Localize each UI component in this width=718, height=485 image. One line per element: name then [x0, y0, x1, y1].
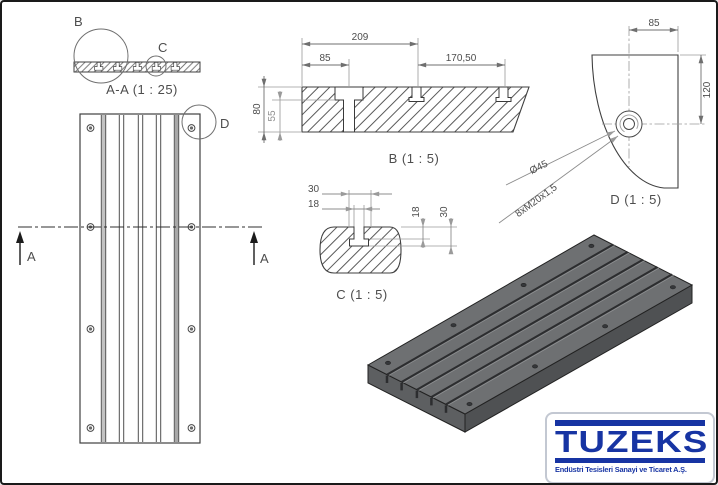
plan-view: D A A	[16, 104, 269, 444]
cut-letter-right: A	[260, 251, 269, 266]
plan-outline	[79, 113, 201, 444]
detail-b-notch-2	[495, 86, 512, 102]
dim-c-top-30: 30	[308, 184, 320, 195]
callout-thread: 8xM20x1,5	[514, 182, 560, 220]
detail-b-view: 209 85 170,50 80 55 B (1 : 5)	[252, 32, 530, 166]
detail-c-label: C (1 : 5)	[336, 287, 387, 302]
cut-letter-left: A	[27, 249, 36, 264]
detail-d-thread-circle	[619, 114, 639, 134]
detail-c-view: 30 18 18 30 C (1 : 5)	[308, 184, 457, 302]
callout-diameter: Ø45	[528, 158, 550, 177]
plan-slot-band-1	[101, 115, 106, 442]
plan-slot-band-5	[174, 115, 179, 442]
section-cut-arrow-left: A	[16, 231, 36, 265]
tuzeks-logo: TUZEKS Endüstri Tesisleri Sanayi ve Tica…	[545, 412, 715, 483]
dim-170-50: 170,50	[446, 53, 477, 64]
detail-circle-c	[145, 55, 167, 77]
plate-slot-end-notches	[385, 375, 448, 413]
detail-d-leader-lines	[498, 130, 619, 224]
detail-d-view: 85 120 Ø45 8xM20x1,5 D (1 : 5)	[498, 18, 713, 224]
detail-d-hole-circle	[623, 118, 635, 130]
dim-d-120: 120	[702, 81, 713, 98]
logo-tagline: Endüstri Tesisleri Sanayi ve Ticaret A.Ş…	[555, 465, 687, 474]
detail-b-tslot	[334, 86, 364, 133]
detail-b-letter: B	[74, 14, 83, 29]
detail-c-section	[319, 226, 402, 274]
plate-holes	[385, 243, 676, 407]
plate-slots	[386, 243, 674, 406]
dim-85: 85	[319, 53, 331, 64]
dim-d-85: 85	[648, 18, 660, 29]
dim-55: 55	[267, 110, 278, 122]
isometric-view	[366, 234, 694, 433]
dim-c-side-18: 18	[411, 206, 422, 218]
logo-bar-bottom	[555, 458, 705, 463]
detail-d-letter: D	[220, 116, 229, 131]
plan-slot-lines	[100, 115, 180, 442]
detail-c-slot-outline	[349, 226, 369, 247]
detail-d-dim-lines	[629, 27, 704, 124]
dim-c-side-30: 30	[439, 206, 450, 218]
plan-holes	[86, 124, 196, 432]
detail-c-dim-lines	[322, 191, 454, 255]
detail-b-dim-lines	[261, 41, 505, 143]
dim-209: 209	[352, 32, 369, 43]
detail-d-extension-lines	[677, 26, 706, 56]
section-aa-tslots	[94, 62, 180, 71]
section-aa-label: A-A (1 : 25)	[106, 82, 178, 97]
dim-c-top-18: 18	[308, 199, 320, 210]
detail-c-letter: C	[158, 40, 167, 55]
detail-b-notch-1	[408, 86, 425, 102]
section-aa-view: B C A-A (1 : 25)	[73, 14, 201, 97]
logo-wordmark: TUZEKS	[555, 424, 709, 459]
detail-b-label: B (1 : 5)	[389, 151, 440, 166]
detail-circle-b	[73, 28, 129, 84]
detail-circle-d	[181, 104, 217, 140]
dim-80: 80	[252, 103, 263, 115]
detail-d-label: D (1 : 5)	[610, 192, 661, 207]
detail-c-extension-lines	[348, 190, 457, 247]
section-cut-arrow-right: A	[250, 231, 269, 266]
logo-bar-top	[555, 420, 705, 426]
